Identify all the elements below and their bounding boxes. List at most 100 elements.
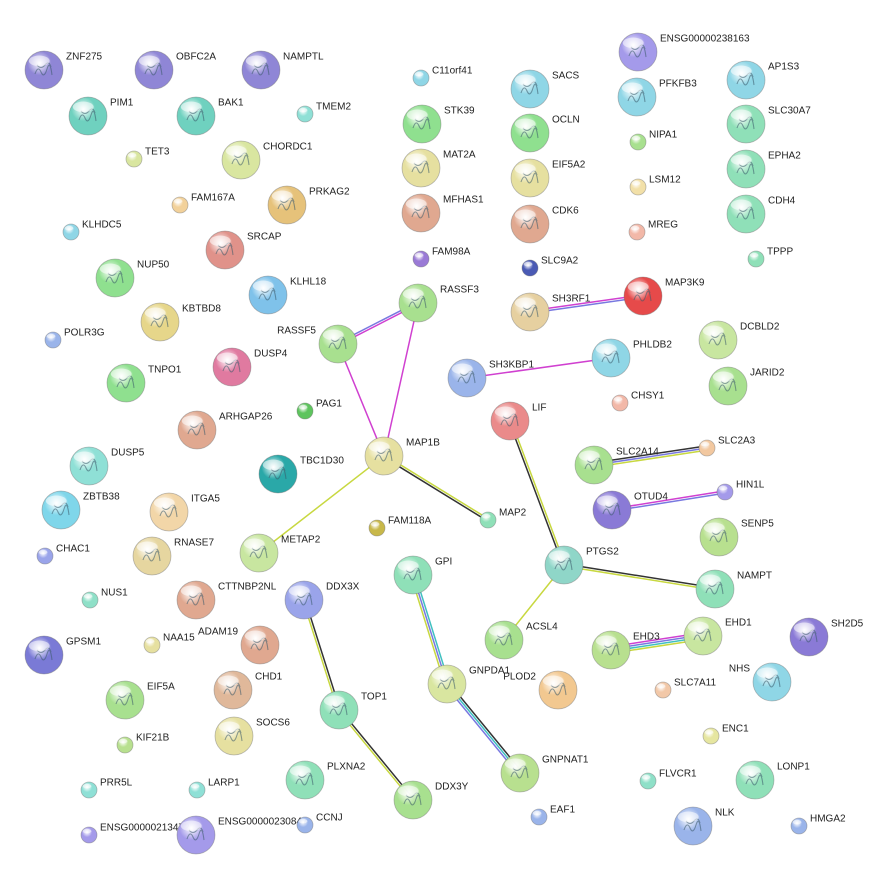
node-gnpda1[interactable]: GNPDA1 (427, 664, 511, 704)
node-chsy1[interactable]: CHSY1 (611, 391, 665, 412)
node-sh3rf1[interactable]: SH3RF1 (510, 292, 591, 332)
node-ddx3x[interactable]: DDX3X (284, 580, 360, 620)
node-hin1l[interactable]: HIN1L (716, 480, 765, 501)
edge-lif-ptgs2[interactable] (508, 419, 566, 567)
node-fam167a[interactable]: FAM167A (171, 193, 235, 214)
node-slc30a7[interactable]: SLC30A7 (726, 104, 811, 144)
node-nus1[interactable]: NUS1 (81, 588, 128, 609)
node-lonp1[interactable]: LONP1 (735, 760, 810, 800)
node-tbc1d30[interactable]: TBC1D30 (258, 454, 344, 494)
node-adam19[interactable]: ADAM19 (198, 625, 280, 665)
node-map1b[interactable]: MAP1B (364, 436, 440, 476)
node-slc2a14[interactable]: SLC2A14 (574, 445, 659, 485)
node-klhdc5[interactable]: KLHDC5 (62, 220, 122, 241)
node-lsm12[interactable]: LSM12 (629, 175, 681, 196)
edge-rassf3-map1b[interactable] (383, 302, 419, 457)
edge-sh3rf1-map3k9[interactable] (529, 294, 644, 314)
node-phldb2[interactable]: PHLDB2 (591, 338, 672, 378)
node-eif5a2[interactable]: EIF5A2 (510, 158, 586, 198)
node-slc7a11[interactable]: SLC7A11 (654, 678, 717, 699)
edge-top1-ddx3y[interactable] (337, 708, 415, 802)
node-pfkfb3[interactable]: PFKFB3 (617, 77, 697, 117)
node-c11orf41[interactable]: C11orf41 (412, 66, 473, 87)
node-cdk6[interactable]: CDK6 (510, 204, 579, 244)
node-zbtb38[interactable]: ZBTB38 (41, 490, 120, 530)
node-gpsm1[interactable]: GPSM1 (24, 635, 101, 675)
node-gnpnat1[interactable]: GNPNAT1 (500, 753, 589, 793)
node-rassf5[interactable]: RASSF5 (277, 324, 358, 364)
node-nhs[interactable]: NHS (729, 662, 792, 702)
node-namptl[interactable]: NAMPTL (241, 50, 324, 90)
node-mat2a[interactable]: MAT2A (401, 148, 476, 188)
node-eif5a[interactable]: EIF5A (105, 680, 175, 720)
node-tmem2[interactable]: TMEM2 (296, 102, 351, 123)
node-nampt[interactable]: NAMPT (695, 569, 772, 609)
node-nlk[interactable]: NLK (673, 806, 735, 846)
node-ensg00000238163[interactable]: ENSG00000238163 (618, 32, 750, 72)
node-klhl18[interactable]: KLHL18 (248, 275, 327, 315)
node-prkag2[interactable]: PRKAG2 (267, 185, 350, 225)
node-fam98a[interactable]: FAM98A (412, 247, 471, 268)
node-rnase7[interactable]: RNASE7 (132, 536, 214, 576)
node-map2[interactable]: MAP2 (479, 508, 527, 529)
node-stk39[interactable]: STK39 (402, 104, 475, 144)
edge-otud4-hin1l[interactable] (611, 490, 726, 512)
edge-gpi-gnpda1[interactable] (410, 573, 450, 686)
node-cttnbp2nl[interactable]: CTTNBP2NL (176, 580, 277, 620)
node-mreg[interactable]: MREG (628, 220, 678, 241)
node-larp1[interactable]: LARP1 (188, 778, 240, 799)
node-epha2[interactable]: EPHA2 (726, 149, 801, 189)
node-gpi[interactable]: GPI (393, 555, 452, 595)
node-ap1s3[interactable]: AP1S3 (726, 60, 800, 100)
node-itga5[interactable]: ITGA5 (149, 492, 220, 532)
node-chordc1[interactable]: CHORDC1 (221, 140, 313, 180)
edge-map1b-metap2[interactable] (258, 455, 385, 554)
node-ensg00000213472[interactable]: ENSG00000213472 (80, 823, 190, 844)
edge-ddx3x-top1[interactable] (302, 598, 341, 712)
node-dcbld2[interactable]: DCBLD2 (698, 320, 780, 360)
node-obfc2a[interactable]: OBFC2A (134, 50, 216, 90)
edge-ptgs2-nampt[interactable] (563, 563, 716, 591)
node-slc2a3[interactable]: SLC2A3 (698, 436, 756, 457)
node-kif21b[interactable]: KIF21B (116, 733, 170, 754)
node-pim1[interactable]: PIM1 (68, 96, 134, 136)
node-flvcr1[interactable]: FLVCR1 (639, 769, 697, 790)
node-hmga2[interactable]: HMGA2 (790, 814, 846, 835)
node-sh2d5[interactable]: SH2D5 (789, 617, 864, 657)
node-ptgs2[interactable]: PTGS2 (544, 545, 619, 585)
edge-map1b-map2[interactable] (382, 454, 490, 522)
node-tnpo1[interactable]: TNPO1 (106, 363, 182, 403)
node-slc9a2[interactable]: SLC9A2 (521, 256, 579, 277)
node-nup50[interactable]: NUP50 (95, 258, 170, 298)
node-prr5l[interactable]: PRR5L (80, 778, 133, 799)
node-tppp[interactable]: TPPP (747, 247, 793, 268)
node-znf275[interactable]: ZNF275 (24, 50, 103, 90)
node-senp5[interactable]: SENP5 (699, 517, 774, 557)
node-polr3g[interactable]: POLR3G (44, 328, 105, 349)
node-nipa1[interactable]: NIPA1 (629, 130, 678, 151)
node-mfhas1[interactable]: MFHAS1 (401, 193, 484, 233)
node-fam118a[interactable]: FAM118A (368, 516, 431, 537)
node-dusp4[interactable]: DUSP4 (212, 347, 288, 387)
node-pag1[interactable]: PAG1 (296, 399, 342, 420)
edge-slc2a14-slc2a3[interactable] (592, 445, 709, 468)
node-ccnj[interactable]: CCNJ (296, 813, 343, 834)
node-naa15[interactable]: NAA15 (143, 633, 195, 654)
node-bak1[interactable]: BAK1 (176, 96, 244, 136)
node-sh3kbp1[interactable]: SH3KBP1 (447, 358, 534, 398)
edge-gnpda1-gnpnat1[interactable] (444, 681, 523, 776)
edge-sh3kbp1-phldb2[interactable] (466, 357, 612, 379)
edge-rassf5-map1b[interactable] (337, 343, 385, 457)
node-tet3[interactable]: TET3 (125, 147, 170, 168)
node-srcap[interactable]: SRCAP (205, 230, 282, 270)
node-ocln[interactable]: OCLN (510, 113, 580, 153)
node-rassf3[interactable]: RASSF3 (398, 283, 479, 323)
node-arhgap26[interactable]: ARHGAP26 (177, 410, 273, 450)
node-metap2[interactable]: METAP2 (239, 533, 321, 573)
node-plod2[interactable]: PLOD2 (503, 670, 578, 710)
node-enc1[interactable]: ENC1 (702, 724, 749, 745)
node-sacs[interactable]: SACS (510, 69, 580, 109)
node-ehd3[interactable]: EHD3 (591, 630, 660, 670)
node-chac1[interactable]: CHAC1 (36, 544, 90, 565)
node-ddx3y[interactable]: DDX3Y (393, 780, 469, 820)
